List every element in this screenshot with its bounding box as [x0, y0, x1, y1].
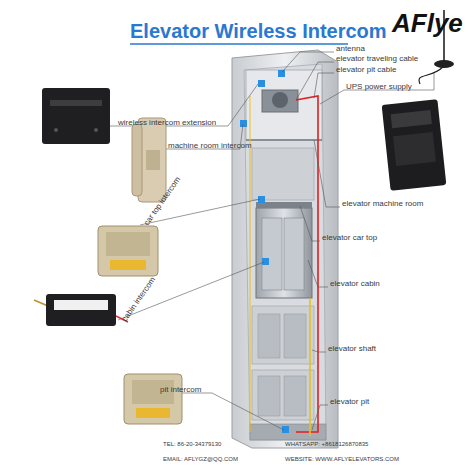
- part-label: elevator traveling cable: [336, 54, 418, 63]
- part-label: elevator pit: [330, 397, 369, 406]
- speaker-image: [124, 374, 182, 424]
- part-label: UPS power supply: [346, 82, 412, 91]
- cabin-device-image: [34, 294, 128, 326]
- part-label: elevator cabin: [330, 279, 380, 288]
- title-underline: [130, 43, 348, 45]
- part-label: antenna: [336, 44, 365, 53]
- part-label: pit intercom: [160, 385, 201, 394]
- handset-image: [132, 118, 166, 202]
- contact-info: WHATSAPP: +8618126870835: [285, 441, 368, 448]
- intercom-marker: [240, 70, 289, 433]
- logo-text: AFlye: [392, 10, 463, 37]
- title: Elevator Wireless Intercom: [130, 20, 387, 42]
- speaker-image: [98, 226, 158, 276]
- part-label: machine room intercom: [168, 141, 252, 150]
- contact-info: WEBSITE: WWW.AFLYELEVATORS.COM: [285, 456, 399, 463]
- pit-cable: [309, 298, 311, 436]
- part-label: elevator car top: [322, 233, 377, 242]
- ups-image: [382, 99, 447, 190]
- elevator-shaft: [232, 50, 338, 448]
- part-label: elevator pit cable: [336, 65, 396, 74]
- traveling-cable: [296, 96, 318, 432]
- extension-image: [42, 88, 110, 144]
- contact-info: TEL: 86-20-34379130: [163, 441, 221, 448]
- part-label: wireless intercom extension: [118, 118, 216, 127]
- part-label: elevator machine room: [342, 199, 423, 208]
- part-label: cabin intercom: [120, 275, 157, 323]
- part-label: elevator shaft: [328, 344, 376, 353]
- contact-info: EMAIL: AFLYGZ@QQ.COM: [163, 456, 238, 463]
